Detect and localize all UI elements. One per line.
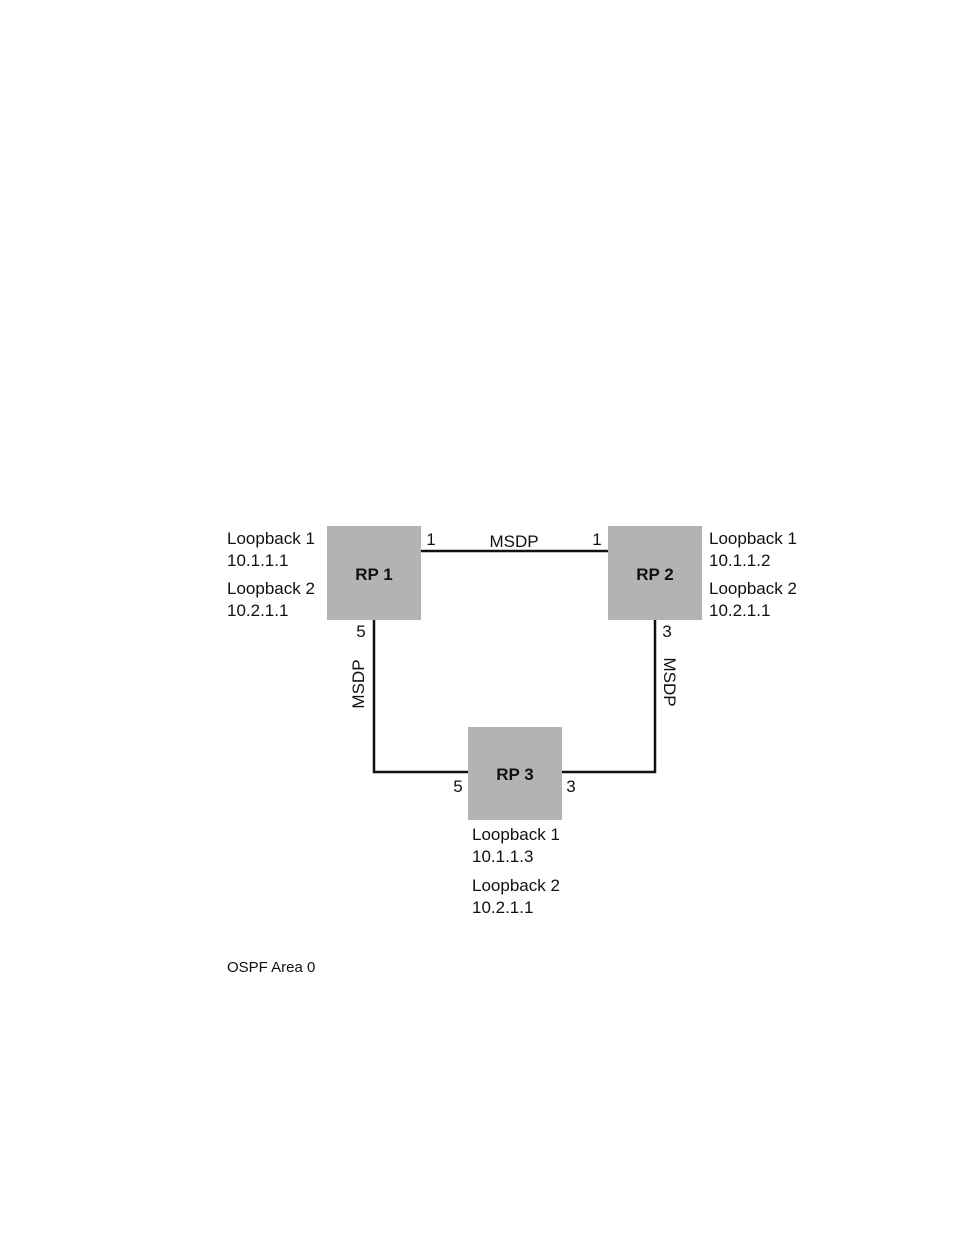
rp2-loopback1-label: Loopback 1	[709, 529, 797, 548]
router-rp1: RP 1	[327, 526, 421, 620]
router-rp2-label: RP 2	[636, 565, 674, 584]
port-rp3-left: 5	[453, 777, 462, 796]
rp2-loopbacks: Loopback 1 10.1.1.2 Loopback 2 10.2.1.1	[709, 529, 797, 620]
port-rp3-right: 3	[566, 777, 575, 796]
link-rp2-rp3-label: MSDP	[660, 657, 679, 706]
rp1-loopback2-ip: 10.2.1.1	[227, 601, 288, 620]
port-rp1-bottom: 5	[356, 622, 365, 641]
link-rp1-rp2-label: MSDP	[489, 532, 538, 551]
link-rp1-rp3	[374, 620, 468, 772]
router-rp3: RP 3	[468, 727, 562, 820]
router-rp1-label: RP 1	[355, 565, 393, 584]
rp2-loopback2-label: Loopback 2	[709, 579, 797, 598]
port-rp2-bottom: 3	[662, 622, 671, 641]
rp1-loopback1-ip: 10.1.1.1	[227, 551, 288, 570]
rp3-loopback2-label: Loopback 2	[472, 876, 560, 895]
rp1-loopback2-label: Loopback 2	[227, 579, 315, 598]
port-rp1-top-right: 1	[426, 530, 435, 549]
link-rp1-rp3-label: MSDP	[349, 659, 368, 708]
rp2-loopback1-ip: 10.1.1.2	[709, 551, 770, 570]
rp3-loopback1-label: Loopback 1	[472, 825, 560, 844]
link-rp2-rp3	[561, 620, 655, 772]
rp2-loopback2-ip: 10.2.1.1	[709, 601, 770, 620]
rp1-loopback1-label: Loopback 1	[227, 529, 315, 548]
router-rp2: RP 2	[608, 526, 702, 620]
ospf-area-label: OSPF Area 0	[227, 959, 315, 976]
rp3-loopback1-ip: 10.1.1.3	[472, 847, 533, 866]
rp1-loopbacks: Loopback 1 10.1.1.1 Loopback 2 10.2.1.1	[227, 529, 315, 620]
rp3-loopback2-ip: 10.2.1.1	[472, 898, 533, 917]
port-rp2-top-left: 1	[592, 530, 601, 549]
rp3-loopbacks: Loopback 1 10.1.1.3 Loopback 2 10.2.1.1	[472, 825, 560, 917]
router-rp3-label: RP 3	[496, 765, 534, 784]
